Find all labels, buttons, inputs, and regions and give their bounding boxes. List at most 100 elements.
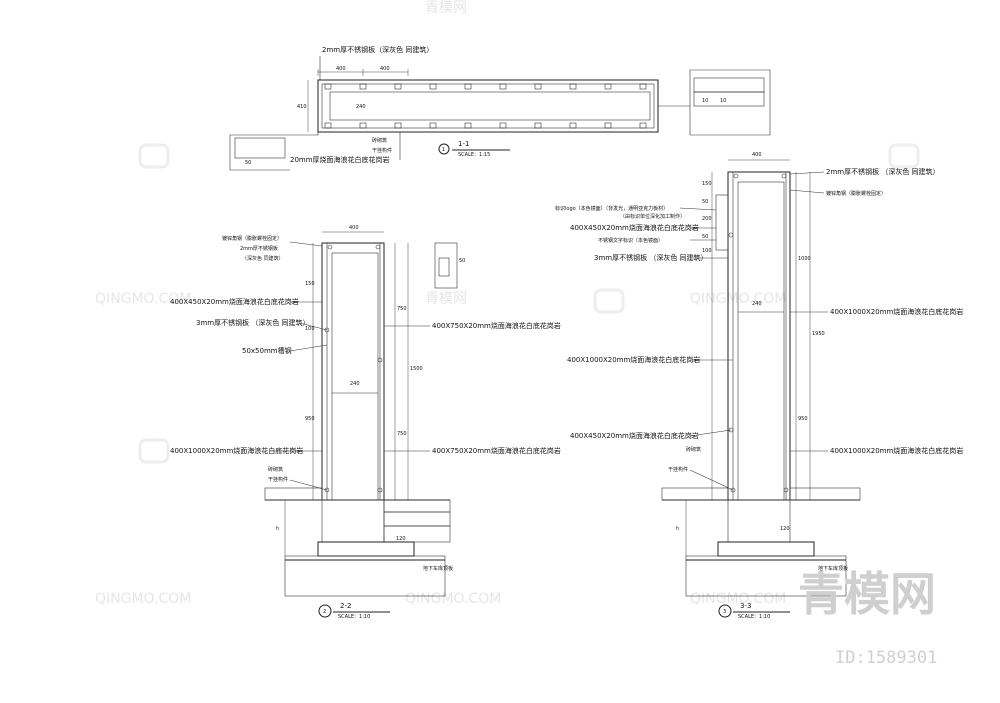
column-brick-core [737, 181, 785, 501]
section-2-2: 400 150 100 950 240 750 1500 750 50 h [170, 225, 561, 620]
model-id: ID:1589301 [835, 648, 937, 668]
watermark-text: QINGMO.COM [690, 591, 786, 607]
dim-label: 150 [305, 281, 315, 287]
plan-cladding [321, 83, 655, 129]
watermark-text: QINGMO.COM [95, 291, 191, 307]
note: 不锈钢文字标识（本色镜面） [598, 237, 663, 244]
note: 400X1000X20mm烧面海浪花白底花岗岩 [567, 355, 700, 364]
column-fixings [324, 244, 383, 493]
section-number-circle [718, 604, 732, 618]
section-number-circle [318, 604, 332, 618]
dim-label: h [676, 526, 679, 532]
section-number: 2 [323, 609, 326, 615]
column-outline [321, 242, 385, 501]
section-1-1: 400 400 410 240 50 10 10 2mm厚不锈钢板（深灰色 同建… [229, 45, 771, 171]
note: 地下车库顶板 [818, 565, 848, 572]
dim-label: 10 [702, 98, 708, 104]
notes-left: 标识logo（本色镜面）（背发光，通明亚克力板材） （由标识单位深化加工制作） … [555, 205, 734, 491]
note: 镀锌角钢（膨胀螺栓固定） [222, 235, 282, 242]
note: 2mm厚不锈钢板 [240, 245, 278, 252]
note: 400X750X20mm烧面海浪花白底花岗岩 [432, 321, 561, 330]
signage-panel [715, 194, 729, 251]
dim-label: h [276, 526, 279, 532]
detail-box [234, 137, 286, 159]
note: 干挂构件 [372, 147, 392, 154]
plan-brick-core [329, 91, 651, 121]
notes-right: 2mm厚不锈钢板 （深灰色 同建筑） 镀锌角钢（膨胀螺栓固定） 400X1000… [789, 167, 963, 572]
dim-label: 400 [752, 152, 762, 158]
brand-logo-text: 青模网 [798, 567, 936, 621]
note: 3mm厚不锈钢板 （深灰色 同建筑） [196, 318, 310, 327]
section-scale: SCALE：1:10 [738, 614, 770, 620]
watermark-logo-icon [593, 288, 625, 314]
section-scale: SCALE：1:10 [338, 614, 370, 620]
dim-label: 120 [396, 536, 406, 542]
note: 砖砌筑 [268, 466, 283, 473]
watermark-logo-icon [138, 438, 170, 464]
dim-label: 50 [459, 258, 465, 264]
note: 20mm厚烧面海浪花白底花岗岩 [290, 155, 390, 164]
column-brick-core [331, 252, 379, 501]
column-outline [727, 171, 791, 501]
leader-line [229, 132, 319, 171]
note: 干挂构件 [668, 466, 688, 473]
dim-label: 200 [702, 216, 712, 222]
section-number-circle [438, 143, 450, 155]
dim-label: 750 [397, 431, 407, 437]
plan-outline [317, 79, 659, 133]
note: 400X1000X20mm烧面海浪花白底花岗岩 [830, 446, 963, 455]
note: 400X1000X20mm烧面海浪花白底花岗岩 [830, 307, 963, 316]
dim-label: 120 [780, 526, 790, 532]
dim-label: 100 [702, 248, 712, 254]
detail-frame [658, 69, 771, 136]
note: 地下车库顶板 [423, 565, 453, 572]
note: 400X450X20mm烧面海浪花白底花岗岩 [170, 297, 299, 306]
note: 干挂构件 [268, 476, 288, 483]
dim-label: 1950 [812, 331, 825, 337]
section-number: 3 [723, 609, 726, 615]
dim-label: 50 [245, 160, 251, 166]
dim-label: 400 [380, 66, 390, 72]
notes-right: 400X750X20mm烧面海浪花白底花岗岩 400X750X20mm烧面海浪花… [384, 321, 561, 572]
section-title: 3-3 [740, 602, 751, 610]
note: 400X450X20mm烧面海浪花白底花岗岩 [570, 223, 699, 232]
section-title: 1-1 [458, 140, 469, 148]
watermark-text: QINGMO.COM [95, 591, 191, 607]
note: 2mm厚不锈钢板 （深灰色 同建筑） [826, 167, 940, 176]
ground-and-foundation: h 120 [661, 487, 861, 597]
watermark-logo-icon [138, 143, 170, 169]
note: 镀锌角钢（膨胀螺栓固定） [826, 190, 886, 197]
section-number: 1 [442, 147, 445, 153]
dim-label: 750 [397, 306, 407, 312]
watermark-logo: 青模网 [425, 0, 467, 16]
section-3-3: 400 150 50 200 50 100 1000 240 1950 950 … [555, 152, 963, 620]
dim-label: 950 [305, 416, 315, 422]
note: （由标识单位深化加工制作） [620, 213, 685, 220]
section-title: 2-2 [340, 602, 351, 610]
dim-label: 950 [798, 416, 808, 422]
note: 标识logo（本色镜面）（背发光，通明亚克力板材） [555, 205, 668, 212]
detail-hatch [693, 77, 765, 93]
dim-label: 410 [297, 104, 307, 110]
watermark-logo-icon [888, 143, 920, 169]
plan-fixings [324, 83, 647, 129]
dim-label: 400 [349, 225, 359, 231]
dim-label: 1500 [410, 366, 423, 372]
note: 砖砌筑 [686, 446, 701, 453]
watermark-text: QINGMO.COM [405, 591, 501, 607]
note: 3mm厚不锈钢板 （深灰色 同建筑） [594, 253, 708, 262]
dim-label: 150 [702, 181, 712, 187]
dim-label: 400 [336, 66, 346, 72]
dim-label: 50 [702, 234, 708, 240]
dim-label: 100 [305, 326, 315, 332]
dim-label: 1000 [798, 256, 811, 262]
notes-left: 镀锌角钢（膨胀螺栓固定） 2mm厚不锈钢板 （深灰色 同建筑） 400X450X… [170, 235, 328, 491]
column-fixings [728, 173, 789, 493]
note: 400X450X20mm烧面海浪花白底花岗岩 [570, 431, 699, 440]
dim-label: 10 [720, 98, 726, 104]
channel-detail [434, 242, 458, 289]
note: 2mm厚不锈钢板（深灰色 同建筑） [322, 45, 433, 54]
dim-label: 240 [350, 381, 360, 387]
section-scale: SCALE：1:15 [458, 152, 490, 158]
